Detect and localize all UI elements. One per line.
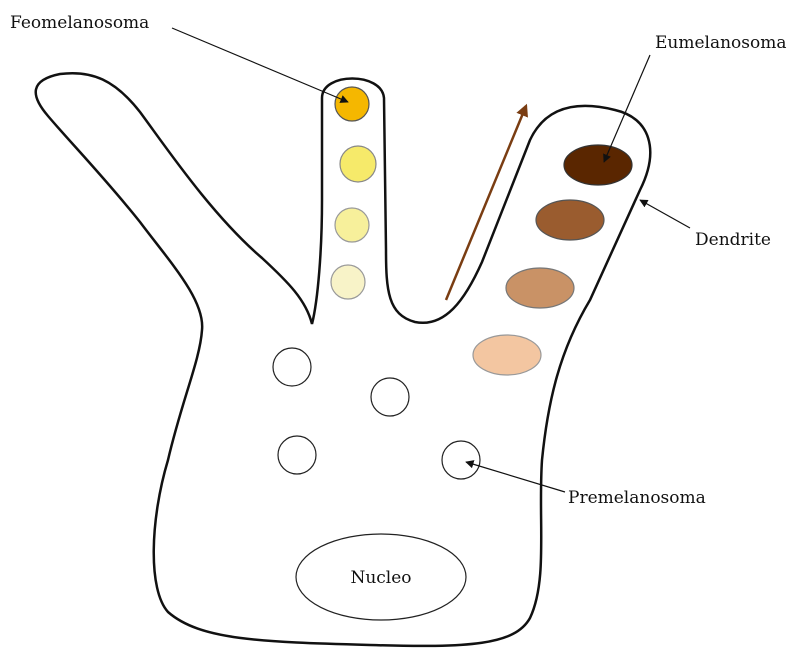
premelanosome-3	[278, 436, 316, 474]
dendrite-label: Dendrite	[695, 230, 771, 250]
feomelanosoma-label: Feomelanosoma	[10, 13, 149, 33]
eumelanosome-2	[536, 200, 604, 240]
eumelanosoma-label: Eumelanosoma	[655, 33, 787, 53]
feomelanosoma-pointer	[172, 28, 348, 102]
eumelanosome-4	[473, 335, 541, 375]
eumelanosome-3	[506, 268, 574, 308]
premelanosoma-label: Premelanosoma	[568, 488, 706, 508]
nucleo-label: Nucleo	[350, 568, 411, 588]
transport-arrow	[446, 106, 526, 300]
premelanosome-4	[442, 441, 480, 479]
feomelanosome-3	[335, 208, 369, 242]
dendrite-pointer	[640, 200, 690, 228]
premelanosoma-pointer	[466, 462, 565, 492]
feomelanosome-4	[331, 265, 365, 299]
premelanosome-1	[273, 348, 311, 386]
eumelanosome-1	[564, 145, 632, 185]
feomelanosome-1	[335, 87, 369, 121]
premelanosome-2	[371, 378, 409, 416]
feomelanosome-2	[340, 146, 376, 182]
